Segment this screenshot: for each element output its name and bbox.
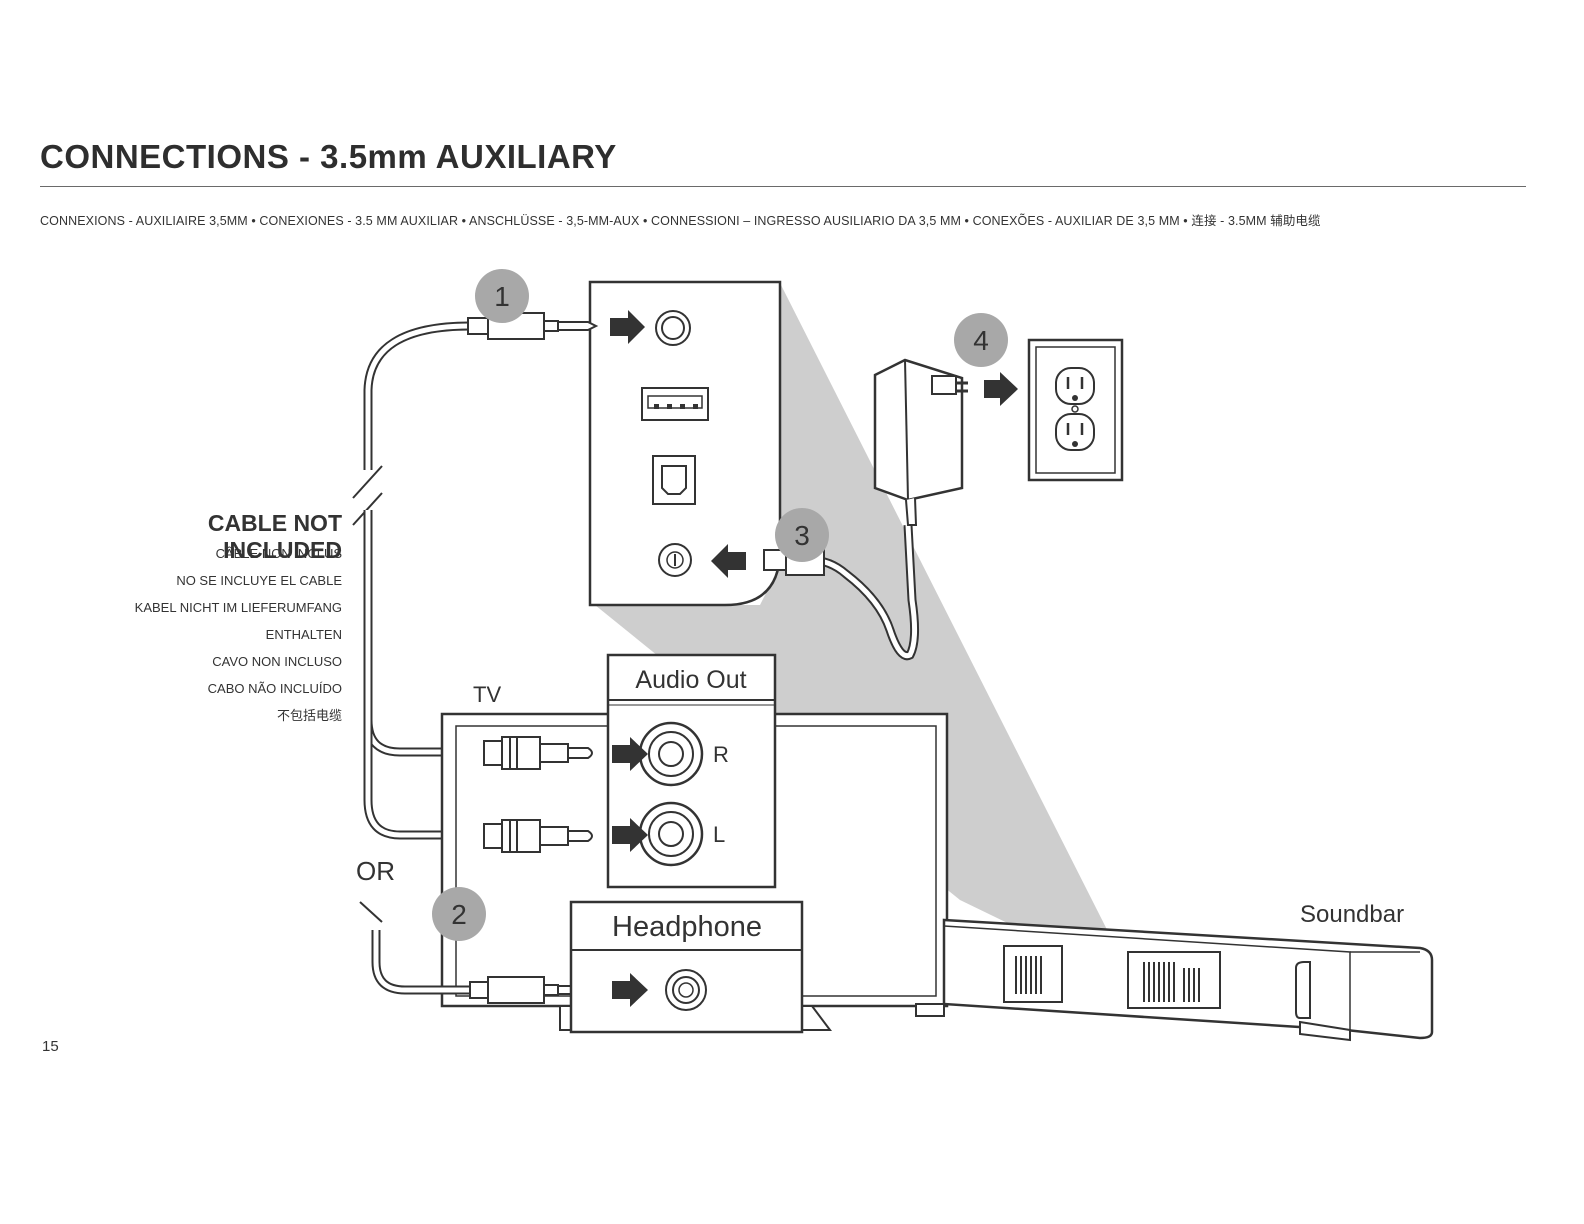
aux-input-jack xyxy=(655,310,691,346)
audio-out-label: Audio Out xyxy=(635,666,746,694)
aux-cable-top-plug xyxy=(363,312,599,470)
svg-text:1: 1 xyxy=(494,281,510,312)
headphone-cable-plug xyxy=(469,976,601,1004)
cable-break-mark xyxy=(352,465,383,499)
cable-note-fr: CÂBLE NON INCLUS xyxy=(215,546,342,561)
step-badge-2: 2 xyxy=(432,887,486,941)
rca-left-label: L xyxy=(713,822,725,847)
tv-label: TV xyxy=(473,682,501,707)
cable-break-mark xyxy=(352,492,383,526)
svg-text:4: 4 xyxy=(973,325,989,356)
cable-note-de-cont: ENTHALTEN xyxy=(265,627,342,642)
arrow-into-rca-right-icon xyxy=(612,737,648,771)
arrow-into-rca-left-icon xyxy=(612,818,648,852)
cable-note-de: KABEL NICHT IM LIEFERUMFANG xyxy=(134,600,342,615)
step-badge-1: 1 xyxy=(475,269,529,323)
rca-right-label: R xyxy=(713,742,729,767)
arrow-into-headphone-icon xyxy=(612,973,648,1007)
arrow-into-power-icon xyxy=(711,544,746,578)
headphone-jack xyxy=(665,969,707,1011)
or-label: OR xyxy=(356,856,395,886)
rca-right-jack xyxy=(638,721,704,787)
rca-plug-left xyxy=(483,819,593,853)
cable-note-pt: CABO NÃO INCLUÍDO xyxy=(207,681,342,696)
svg-text:3: 3 xyxy=(794,520,810,551)
soundbar xyxy=(915,918,1434,1042)
arrow-into-outlet-icon xyxy=(984,372,1018,406)
page-title: CONNECTIONS - 3.5mm AUXILIARY xyxy=(40,138,617,175)
headphone-label: Headphone xyxy=(612,911,762,943)
rca-left-jack xyxy=(638,801,704,867)
cable-note-zh: 不包括电缆 xyxy=(276,708,342,723)
cable-note-es: NO SE INCLUYE EL CABLE xyxy=(176,573,342,588)
power-jack xyxy=(658,543,692,577)
cable-note-translations: CÂBLE NON INCLUS NO SE INCLUYE EL CABLE … xyxy=(88,546,342,735)
rca-plug-right xyxy=(483,736,593,770)
cable-note-it: CAVO NON INCLUSO xyxy=(212,654,342,669)
zoom-projection-shade xyxy=(595,283,1135,985)
step-badge-4: 4 xyxy=(954,313,1008,367)
arrow-into-aux-icon xyxy=(610,310,645,344)
page-number: 15 xyxy=(42,1038,59,1055)
optical-port xyxy=(652,455,696,505)
usb-port xyxy=(641,387,709,421)
title-divider xyxy=(40,186,1526,187)
soundbar-rear-panel xyxy=(588,280,782,607)
wall-outlet xyxy=(1027,338,1124,482)
page-subtitle-translations: CONNEXIONS - AUXILIAIRE 3,5MM • CONEXION… xyxy=(40,214,1321,228)
cable-note-heading: CABLE NOT INCLUDED xyxy=(207,510,342,563)
svg-text:2: 2 xyxy=(451,899,467,930)
cable-break-mark xyxy=(359,901,383,923)
soundbar-label: Soundbar xyxy=(1300,901,1404,928)
step-badge-3: 3 xyxy=(775,508,829,562)
